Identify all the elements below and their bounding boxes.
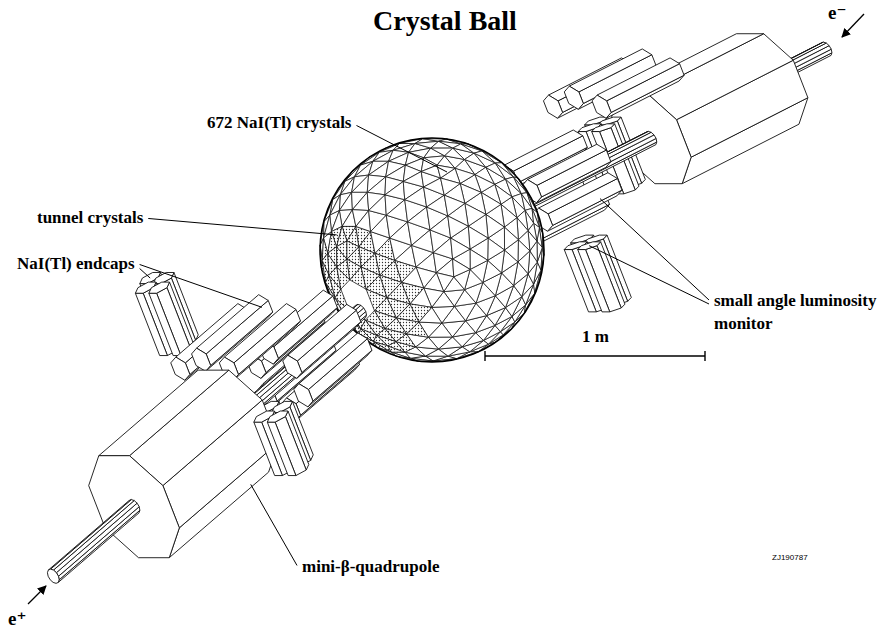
drawing-code: ZJ190787 bbox=[770, 553, 810, 564]
beam-pipe-face bbox=[58, 507, 139, 580]
endcap-crystal-face bbox=[224, 304, 296, 363]
beam-pipe bbox=[47, 500, 139, 584]
beam-pipe-face bbox=[53, 501, 137, 573]
nai-crystal bbox=[482, 151, 502, 163]
endcap-crystal-face bbox=[592, 95, 611, 118]
endcap-crystal-face bbox=[294, 384, 313, 407]
nai-crystal bbox=[453, 259, 470, 277]
nai-crystal bbox=[468, 226, 488, 249]
nai-crystal bbox=[405, 187, 427, 207]
nai-crystal bbox=[339, 192, 352, 210]
nai-crystal bbox=[412, 230, 434, 253]
nai-crystal bbox=[352, 175, 369, 192]
endcap-crystal-face bbox=[283, 355, 302, 378]
nai-crystal bbox=[441, 178, 461, 195]
tunnel-crystal bbox=[347, 259, 361, 280]
nai-crystal bbox=[488, 238, 505, 260]
leader-line bbox=[140, 268, 151, 278]
endcap-crystal bbox=[267, 411, 308, 476]
nai-crystal bbox=[408, 207, 430, 230]
nai-crystal bbox=[430, 216, 451, 238]
beam-label: e⁻ bbox=[826, 0, 848, 26]
part-label: NaI(Tl) endcaps bbox=[15, 253, 137, 276]
endcap-crystal-face bbox=[564, 86, 583, 109]
tunnel-crystal bbox=[328, 247, 337, 267]
nai-crystal bbox=[339, 192, 351, 210]
nai-crystal bbox=[352, 175, 369, 192]
nai-crystal bbox=[403, 172, 423, 187]
leader-line bbox=[600, 199, 709, 300]
nai-crystal bbox=[448, 216, 468, 238]
scale-label: 1 m bbox=[580, 326, 611, 349]
nai-crystal bbox=[514, 177, 527, 193]
nai-crystal bbox=[486, 214, 505, 238]
diagram-title: Crystal Ball bbox=[373, 4, 517, 38]
endcap-crystal-face bbox=[578, 250, 610, 312]
endcap-crystal-face bbox=[288, 304, 357, 361]
tunnel-crystal bbox=[366, 289, 387, 310]
endcap-crystal bbox=[219, 304, 300, 381]
scale-bar bbox=[485, 351, 705, 361]
nai-crystal bbox=[356, 211, 371, 232]
leader-lines bbox=[140, 125, 709, 565]
positron-arrow bbox=[28, 586, 46, 604]
endcap-crystal-face bbox=[597, 58, 680, 101]
nai-crystal bbox=[444, 195, 465, 216]
nai-crystal bbox=[369, 195, 387, 215]
part-label: small angle luminosity monitor bbox=[712, 290, 888, 336]
leader-line bbox=[148, 218, 336, 234]
nai-crystal bbox=[517, 218, 528, 240]
nai-crystal bbox=[385, 181, 405, 199]
endcap-crystal-face bbox=[192, 348, 211, 371]
beam-label: e⁺ bbox=[6, 606, 28, 632]
endcap-crystal-face bbox=[527, 144, 606, 185]
endcap-crystal bbox=[578, 242, 625, 312]
tunnel-crystal bbox=[337, 241, 347, 259]
nai-crystal bbox=[504, 227, 518, 250]
beam-pipe-face bbox=[48, 500, 131, 570]
leader-line bbox=[356, 125, 447, 172]
endcap-crystal-face bbox=[149, 293, 181, 355]
part-label: tunnel crystals bbox=[35, 207, 145, 230]
nai-crystal bbox=[451, 238, 470, 259]
endcap-crystal-face bbox=[578, 242, 601, 250]
tunnel-crystal bbox=[365, 320, 385, 335]
tunnel-crystal bbox=[359, 247, 375, 267]
tunnel-crystal bbox=[377, 335, 396, 346]
nai-crystal bbox=[386, 200, 407, 222]
endcap-crystal bbox=[522, 144, 610, 202]
part-label: 672 NaI(Tl) crystals bbox=[205, 112, 353, 135]
endcap-crystal bbox=[149, 282, 194, 355]
nai-crystal bbox=[352, 192, 368, 210]
leader-line bbox=[140, 264, 262, 307]
endcap-crystal-face bbox=[171, 357, 190, 380]
part-label: mini-β-quadrupole bbox=[300, 556, 441, 579]
endcap-crystal-face bbox=[267, 411, 288, 422]
endcap-crystal-face bbox=[543, 95, 562, 118]
endcap-crystal-face bbox=[149, 282, 170, 293]
quadrupole-magnet-face bbox=[99, 370, 229, 456]
beam-pipe-face bbox=[56, 503, 139, 576]
endcap-crystal-face bbox=[592, 124, 615, 132]
beam-pipe-face bbox=[51, 500, 135, 570]
beam-pipe-face bbox=[47, 569, 59, 583]
nai-crystal bbox=[369, 161, 389, 177]
nai-crystal bbox=[532, 208, 539, 227]
leader-line bbox=[589, 246, 709, 304]
nai-crystal bbox=[514, 177, 527, 194]
nai-crystal bbox=[367, 177, 385, 195]
endcap-crystal-face bbox=[267, 422, 296, 475]
tunnel-crystal bbox=[347, 241, 359, 259]
leader-line bbox=[251, 484, 297, 565]
endcap-crystal bbox=[592, 58, 684, 118]
nai-crystal bbox=[433, 238, 452, 259]
nai-crystal bbox=[470, 249, 488, 269]
